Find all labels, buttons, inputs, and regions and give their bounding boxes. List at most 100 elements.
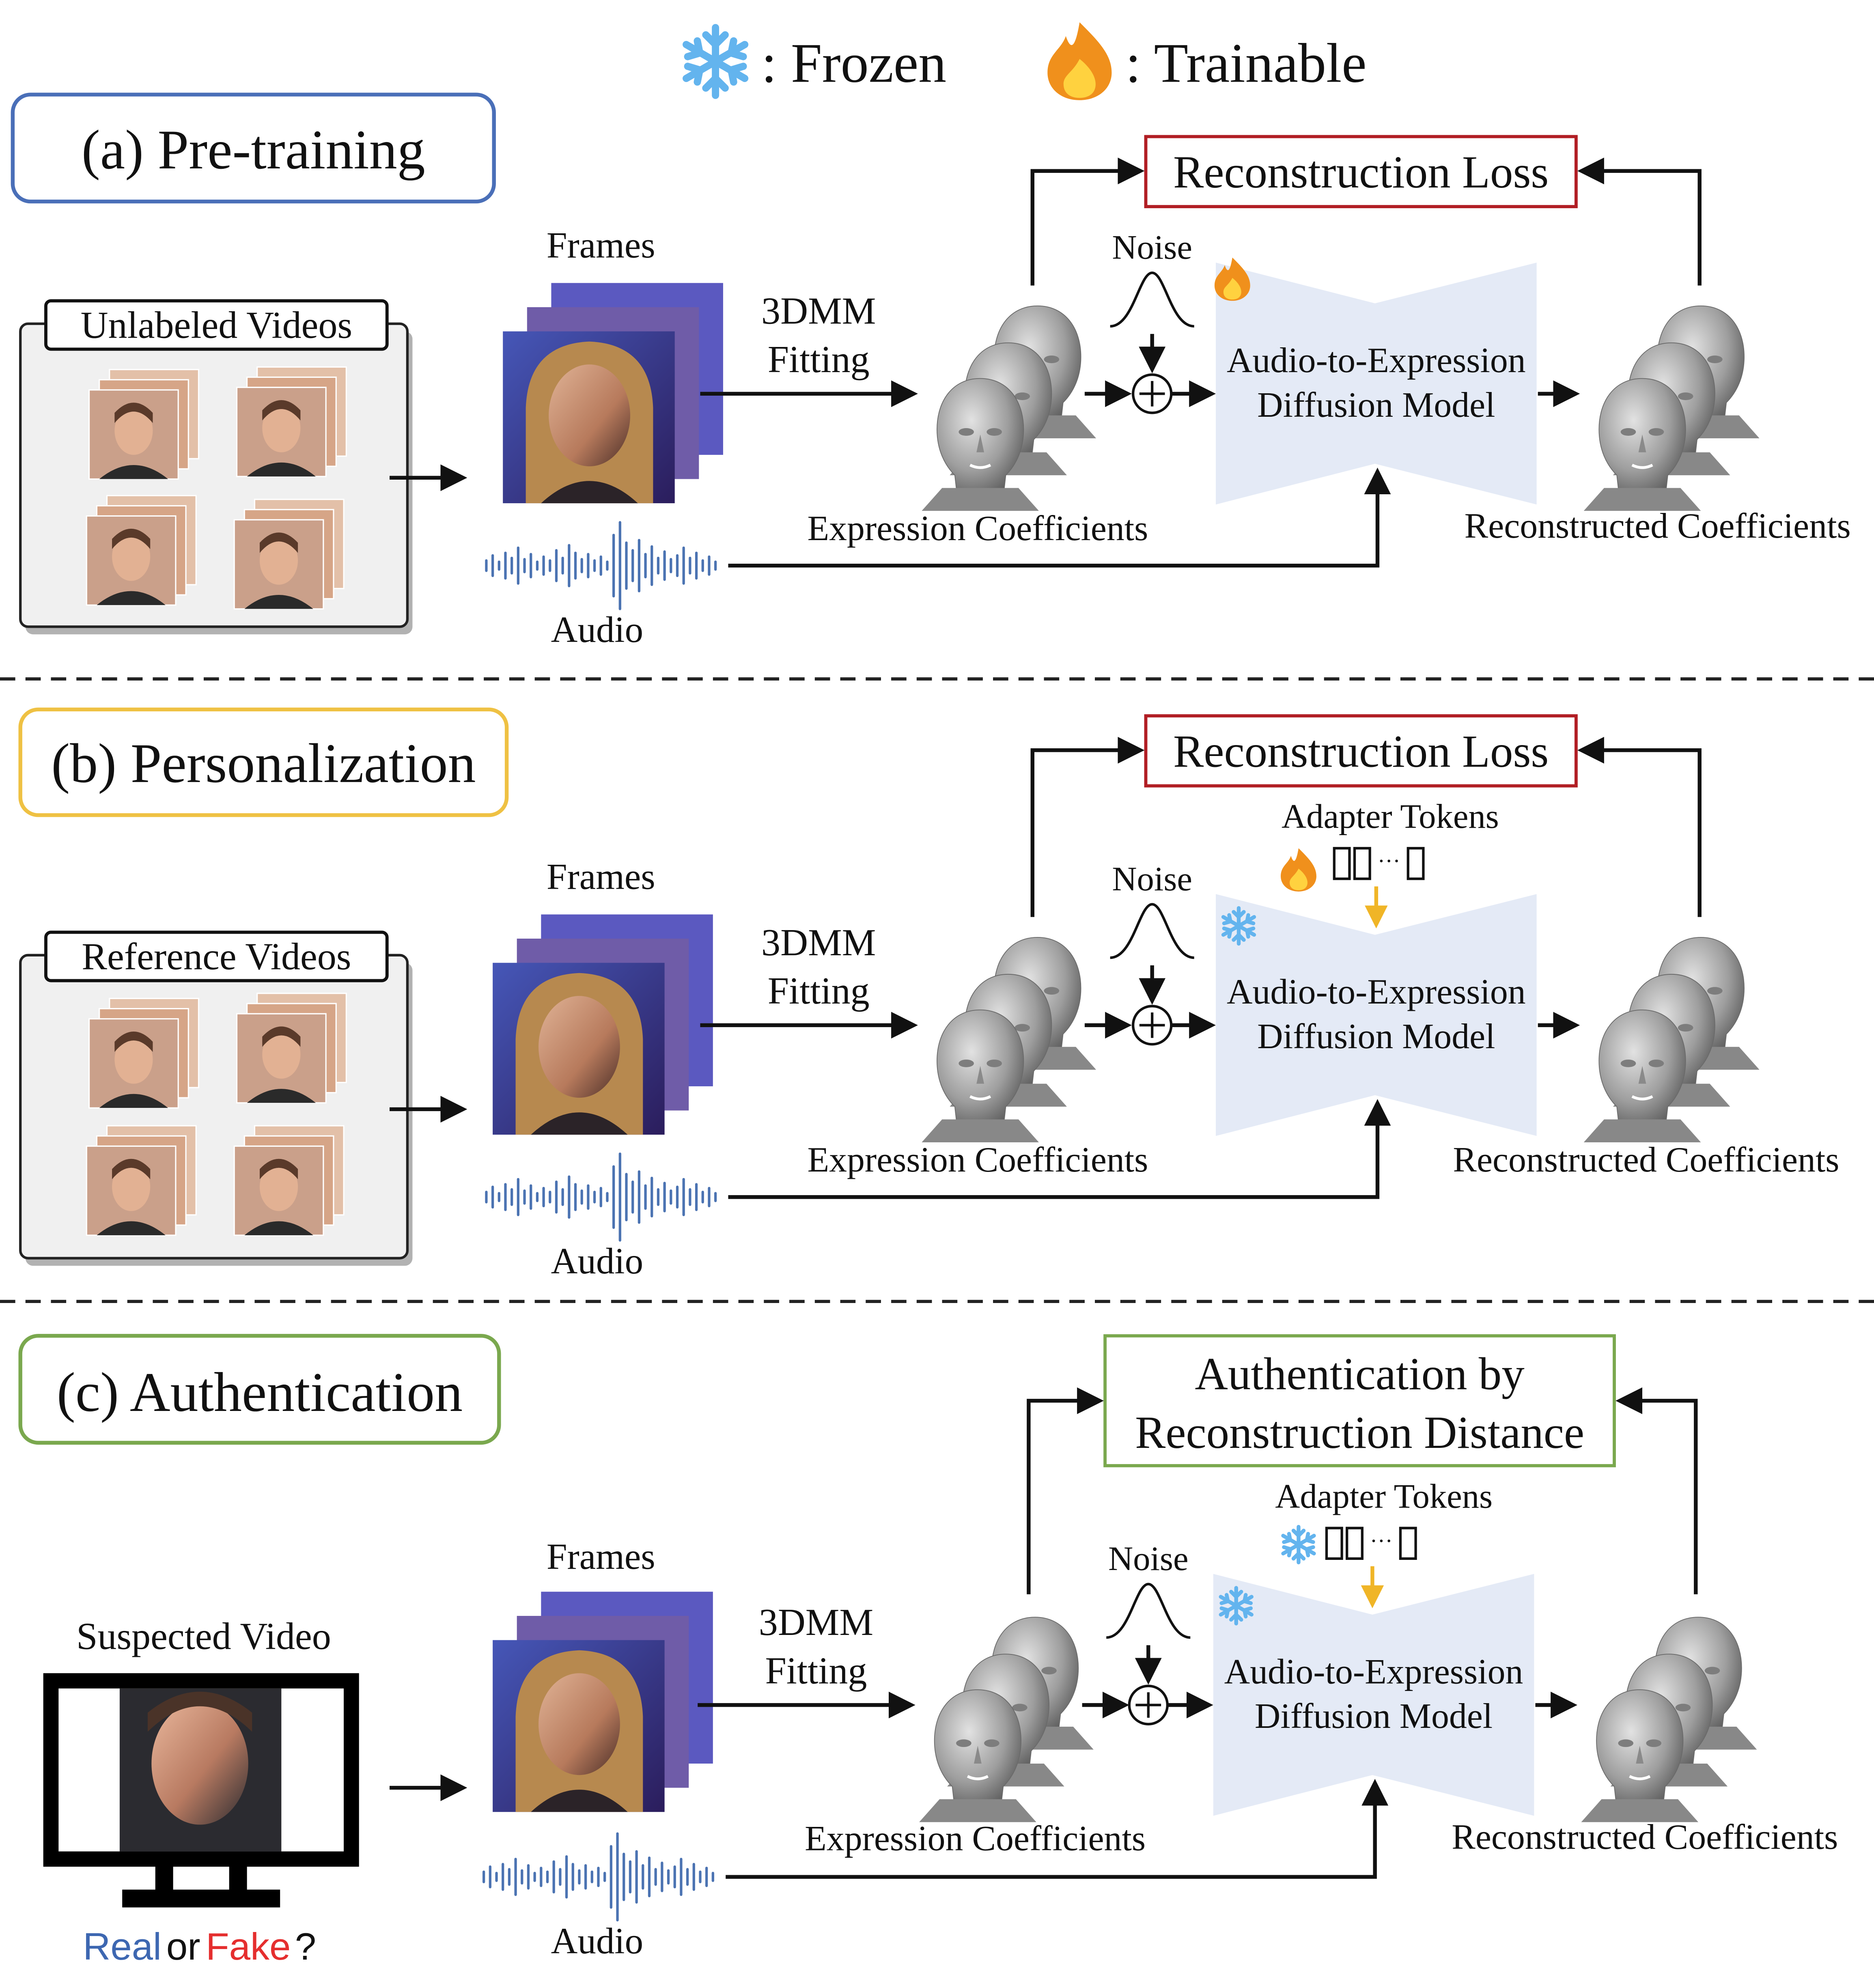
- noise-curve: [1110, 271, 1195, 328]
- adapter-token-ellipsis: ···: [1378, 849, 1400, 874]
- diffusion-model: [1216, 263, 1537, 505]
- video-thumbnail: [236, 366, 347, 477]
- frames-stack: [493, 914, 713, 1135]
- panel-title-box: [18, 1334, 501, 1445]
- adder-icon: [1133, 1006, 1171, 1044]
- noise-curve: [1110, 903, 1195, 959]
- noise-label: Noise: [1112, 229, 1192, 267]
- model-label-line1: Audio-to-Expression: [1227, 972, 1526, 1012]
- frames-stack: [503, 283, 723, 504]
- loss-label: Reconstruction Loss: [1173, 726, 1549, 777]
- panel-authentication: (c) Authentication Suspected Video Real …: [18, 1334, 1838, 1968]
- expression-coefficients-label: Expression Coefficients: [805, 1819, 1146, 1858]
- adapter-token-row: [1325, 1527, 1417, 1560]
- video-group-label: Unlabeled Videos: [81, 304, 353, 346]
- frames-label: Frames: [547, 856, 655, 897]
- authentication-label-line2: Reconstruction Distance: [1135, 1407, 1584, 1458]
- loss-label: Reconstruction Loss: [1173, 147, 1549, 198]
- arrow-recon-to-loss: [1577, 157, 1702, 286]
- frames-label: Frames: [547, 1536, 655, 1577]
- adapter-token-row: [1333, 847, 1425, 880]
- reconstructed-coefficients-label: Reconstructed Coefficients: [1465, 506, 1851, 546]
- question-mark: ?: [295, 1925, 316, 1968]
- adapter-tokens-label: Adapter Tokens: [1282, 798, 1499, 836]
- fitting-label-line2: Fitting: [768, 970, 870, 1012]
- fitting-label-line1: 3DMM: [761, 290, 876, 332]
- expression-heads: [919, 1617, 1094, 1822]
- reconstructed-heads: [1581, 1617, 1757, 1822]
- video-group: Reference Videos: [19, 930, 413, 1266]
- video-thumbnail: [233, 1125, 345, 1236]
- reconstructed-coefficients-label: Reconstructed Coefficients: [1453, 1140, 1839, 1180]
- arrow-expr-to-loss: [1030, 737, 1145, 917]
- fake-label: Fake: [206, 1925, 291, 1968]
- panel-title-box: [18, 707, 509, 817]
- expression-heads: [922, 937, 1096, 1142]
- adder-icon: [1133, 375, 1171, 413]
- reconstructed-heads: [1584, 937, 1760, 1142]
- video-thumbnail: [236, 993, 347, 1104]
- model-label-line1: Audio-to-Expression: [1227, 341, 1526, 380]
- fitting-label-line1: 3DMM: [759, 1601, 873, 1643]
- video-group-label-box: [44, 299, 389, 351]
- authentication-box: [1103, 1334, 1616, 1467]
- loss-box: [1144, 714, 1578, 788]
- legend-frozen-label: : Frozen: [761, 32, 946, 94]
- video-group-label: Reference Videos: [82, 935, 351, 978]
- noise-label: Noise: [1112, 860, 1192, 898]
- fitting-label-line2: Fitting: [765, 1650, 867, 1692]
- arrow-recon-to-auth: [1616, 1387, 1698, 1594]
- adapter-token: [1325, 1527, 1343, 1560]
- snowflake-icon: [1283, 1527, 1314, 1562]
- video-thumbnail: [86, 1125, 197, 1236]
- snowflake-icon: [686, 28, 745, 95]
- adapter-tokens-label: Adapter Tokens: [1275, 1478, 1493, 1515]
- flame-icon: [1281, 848, 1316, 892]
- audio-waveform: [486, 522, 715, 609]
- authentication-label-line1: Authentication by: [1195, 1349, 1525, 1400]
- adapter-token-ellipsis: ···: [1370, 1529, 1393, 1554]
- loss-box: [1144, 135, 1578, 209]
- video-group: Unlabeled Videos: [19, 299, 413, 635]
- flame-icon: [1047, 22, 1112, 100]
- panel-title-box: [11, 93, 496, 204]
- or-label: or: [166, 1925, 200, 1968]
- diffusion-model: [1216, 894, 1537, 1136]
- adapter-token: [1407, 847, 1425, 880]
- legend-trainable-label: : Trainable: [1125, 32, 1366, 94]
- adder-icon: [1129, 1686, 1167, 1724]
- model-label-line2: Diffusion Model: [1257, 1017, 1495, 1056]
- noise-label: Noise: [1108, 1540, 1189, 1578]
- video-thumbnail: [88, 369, 199, 480]
- model-label-line2: Diffusion Model: [1257, 386, 1495, 425]
- diffusion-model: [1213, 1574, 1534, 1816]
- fitting-label-line1: 3DMM: [761, 922, 876, 964]
- expression-coefficients-label: Expression Coefficients: [807, 1140, 1148, 1180]
- real-label: Real: [83, 1925, 162, 1968]
- model-label-line2: Diffusion Model: [1255, 1697, 1493, 1736]
- video-thumbnail: [86, 495, 197, 606]
- panel-personalization: (b) Personalization Reference Videos Fra…: [18, 707, 1839, 1282]
- audio-waveform: [486, 1154, 715, 1240]
- real-or-fake-question: Real or Fake ?: [83, 1925, 316, 1968]
- panel-title: (b) Personalization: [51, 732, 476, 794]
- arrow-expr-to-auth: [1027, 1387, 1104, 1594]
- adapter-token: [1399, 1527, 1417, 1560]
- panel-title: (a) Pre-training: [82, 118, 425, 181]
- audio-waveform: [484, 1834, 713, 1920]
- adapter-token: [1346, 1527, 1363, 1560]
- video-thumbnail: [88, 997, 199, 1109]
- reconstructed-heads: [1584, 306, 1760, 511]
- fitting-label-line2: Fitting: [768, 338, 870, 381]
- video-thumbnail: [233, 499, 345, 610]
- model-label-line1: Audio-to-Expression: [1224, 1652, 1523, 1691]
- panel-pretraining: (a) Pre-training Unlabeled Videos Frames…: [11, 93, 1851, 650]
- frames-label: Frames: [547, 225, 655, 266]
- arrow-audio-to-model: [726, 1779, 1389, 1879]
- arrow-audio-to-model: [728, 1099, 1391, 1199]
- arrow-recon-to-loss: [1577, 737, 1702, 917]
- video-group-label-box: [44, 930, 389, 982]
- arrow-audio-to-model: [728, 467, 1391, 568]
- noise-curve: [1106, 1583, 1191, 1639]
